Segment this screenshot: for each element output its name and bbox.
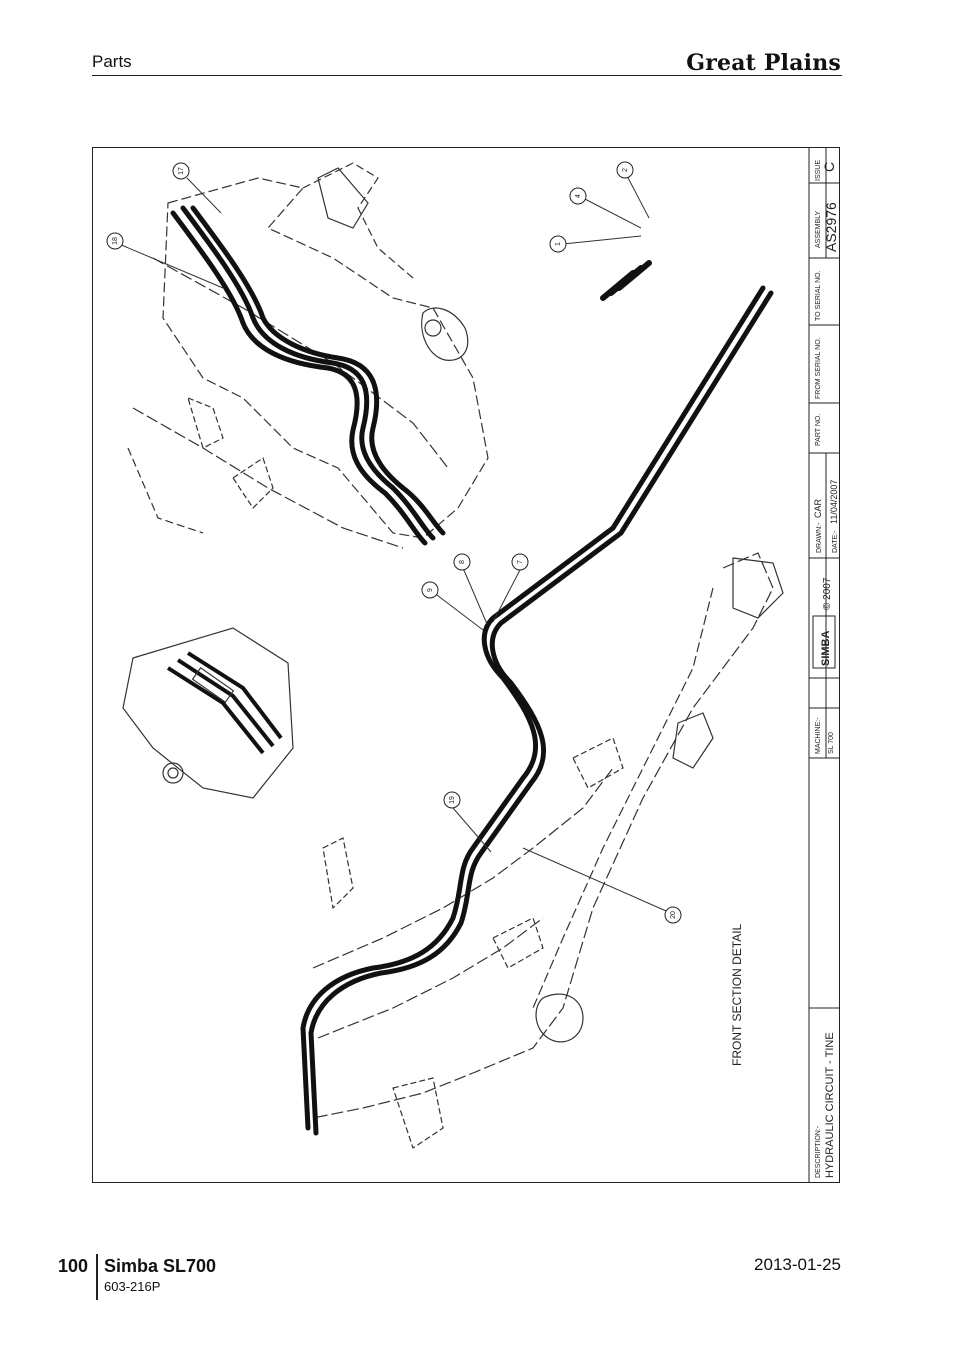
callout-17: 17 bbox=[172, 162, 190, 180]
svg-text:2: 2 bbox=[622, 168, 629, 172]
issue-label: ISSUE bbox=[815, 160, 822, 181]
detail-label: FRONT SECTION DETAIL bbox=[730, 923, 744, 1066]
brand-logo: Great Plains bbox=[686, 50, 841, 76]
callout-7: 7 bbox=[511, 553, 529, 571]
svg-text:18: 18 bbox=[112, 237, 119, 245]
description-value: HYDRAULIC CIRCUIT - TINE bbox=[824, 1032, 836, 1178]
chassis-frame-upper bbox=[127, 162, 489, 549]
footer-doc-code: 603-216P bbox=[104, 1279, 161, 1294]
title-block bbox=[808, 148, 839, 1182]
svg-text:7: 7 bbox=[517, 560, 524, 564]
part-no-label: PART NO. bbox=[815, 414, 822, 446]
svg-text:9: 9 bbox=[427, 588, 434, 592]
machine-value: SL 700 bbox=[828, 732, 835, 754]
from-serial-label: FROM SERIAL NO. bbox=[815, 337, 822, 399]
machine-label: MACHINE:- bbox=[815, 717, 822, 754]
callout-19: 19 bbox=[443, 791, 461, 809]
callout-leaders bbox=[118, 171, 674, 915]
page-number: 100 bbox=[58, 1256, 89, 1276]
svg-text:17: 17 bbox=[178, 167, 185, 175]
description-label: DESCRIPTION:- bbox=[815, 1125, 822, 1178]
chassis-frame-lower bbox=[312, 552, 784, 1149]
svg-text:8: 8 bbox=[459, 560, 466, 564]
callout-9: 9 bbox=[421, 581, 439, 599]
svg-text:SIMBA: SIMBA bbox=[820, 631, 832, 667]
callout-4: 4 bbox=[569, 187, 587, 205]
hydraulic-circuit-drawing: ISSUE C ASSEMBLY AS2976 TO SERIAL NO. FR… bbox=[106, 148, 839, 1182]
svg-text:19: 19 bbox=[449, 796, 456, 804]
callout-8: 8 bbox=[453, 553, 471, 571]
footer-divider bbox=[96, 1254, 98, 1300]
footer-date: 2013-01-25 bbox=[754, 1255, 841, 1274]
footer-model: Simba SL700 bbox=[104, 1256, 217, 1276]
simba-logo: SIMBA bbox=[812, 615, 836, 669]
svg-text:1: 1 bbox=[555, 242, 562, 246]
section-label: Parts bbox=[92, 52, 132, 71]
date-label: DATE:- bbox=[832, 530, 839, 553]
assembly-value: AS2976 bbox=[823, 202, 839, 252]
date-value: 11/04/2007 bbox=[829, 480, 839, 524]
callout-18: 18 bbox=[106, 232, 124, 250]
callout-1: 1 bbox=[549, 235, 567, 253]
copyright-text: © 2007 bbox=[822, 577, 833, 610]
drawn-value: CAR bbox=[813, 498, 823, 518]
header-divider bbox=[92, 75, 842, 76]
assembly-label: ASSEMBLY bbox=[815, 210, 822, 248]
svg-text:20: 20 bbox=[670, 911, 677, 919]
svg-text:4: 4 bbox=[575, 194, 582, 198]
callout-2: 2 bbox=[616, 161, 634, 179]
issue-value: C bbox=[821, 162, 837, 172]
parts-drawing: ISSUE C ASSEMBLY AS2976 TO SERIAL NO. FR… bbox=[92, 147, 840, 1183]
hydraulic-hoses bbox=[170, 205, 774, 1136]
drawn-label: DRAWN:- bbox=[816, 522, 823, 553]
inset-detail bbox=[122, 627, 294, 799]
to-serial-label: TO SERIAL NO. bbox=[815, 270, 822, 321]
callout-20: 20 bbox=[664, 906, 682, 924]
